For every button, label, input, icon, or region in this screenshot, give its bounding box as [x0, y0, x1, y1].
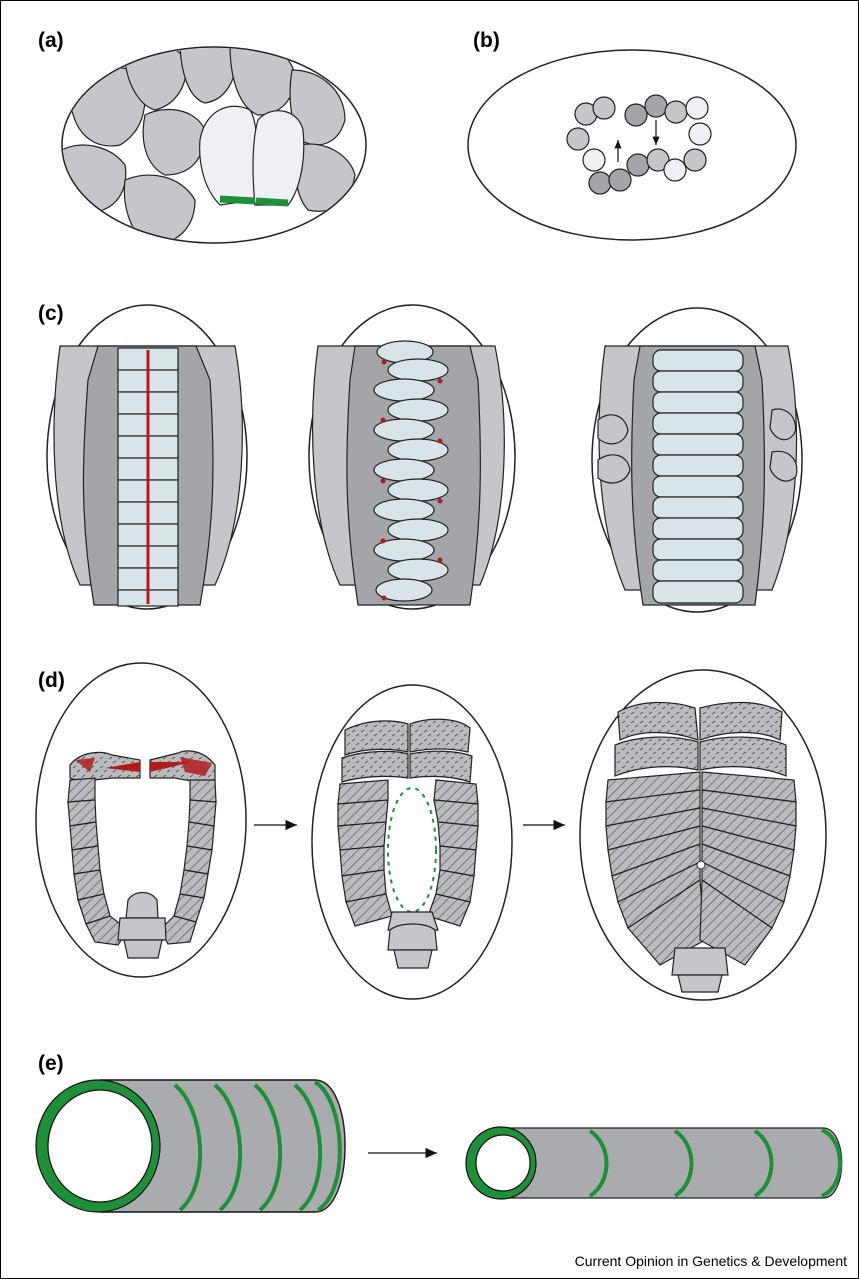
panel-label-d: (d) — [38, 669, 65, 692]
panel-a-embryo — [61, 35, 366, 245]
panel-label-b: (b) — [473, 29, 500, 52]
notochord-3 — [653, 350, 743, 603]
panel-b-embryo — [468, 50, 796, 240]
notochord-1 — [118, 348, 178, 606]
panel-c-embryo-1 — [47, 305, 247, 609]
panel-e-tube-small — [466, 1127, 842, 1199]
credit-line: Current Opinion in Genetics & Developmen… — [575, 1253, 847, 1269]
panel-label-e: (e) — [38, 1052, 64, 1075]
panel-d-embryo-1 — [36, 663, 246, 977]
panel-c-embryo-3 — [592, 308, 802, 612]
panel-e-tube-large — [36, 1080, 345, 1212]
panel-c-embryo-2 — [309, 305, 515, 609]
panel-label-a: (a) — [38, 29, 64, 52]
panel-d-embryo-2 — [312, 685, 512, 999]
panel-label-c: (c) — [38, 302, 64, 325]
panel-d-embryo-3 — [580, 670, 826, 1000]
